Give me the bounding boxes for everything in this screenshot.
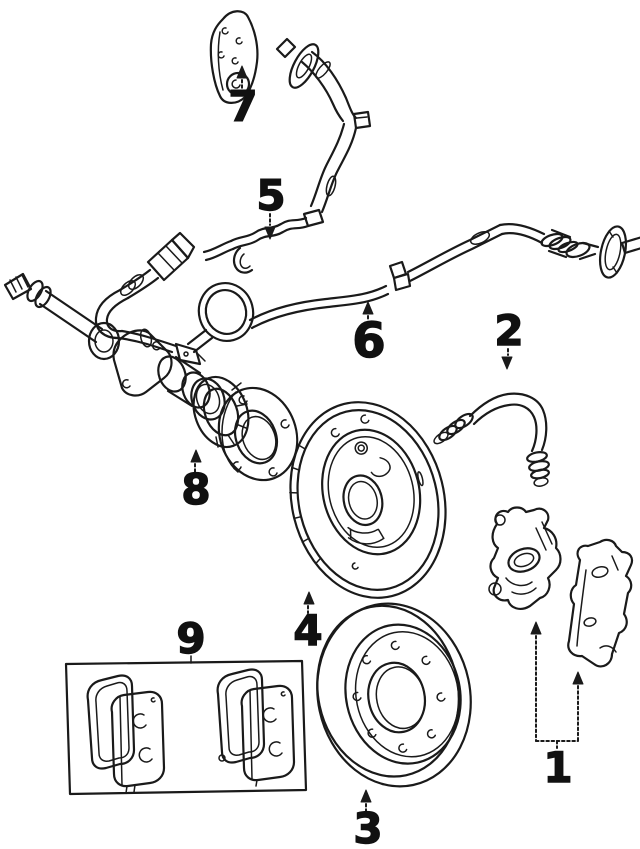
callout-2: 2: [494, 305, 524, 370]
caliper-drawing: [488, 506, 562, 610]
callout-1: 1: [530, 621, 584, 793]
callout-label-7: 7: [228, 82, 257, 131]
callout-6: 6: [352, 301, 386, 370]
callout-3: 3: [353, 789, 383, 849]
callout-label-1: 1: [543, 743, 572, 792]
callout-label-2: 2: [494, 306, 523, 355]
callout-label-5: 5: [256, 171, 285, 220]
callout-4: 4: [293, 591, 323, 656]
caliper-bracket-drawing: [567, 538, 634, 668]
callout-label-6: 6: [352, 313, 385, 369]
brake-hose-drawing: [433, 392, 550, 487]
backing-plate-drawing: [289, 401, 447, 599]
callout-8: 8: [181, 449, 211, 515]
rotor-drawing: [316, 602, 472, 788]
callout-9: 9: [176, 613, 206, 664]
callout-label-3: 3: [353, 804, 382, 849]
hub-flange-drawing: [217, 386, 299, 482]
callout-5: 5: [256, 170, 286, 240]
speed-sensor-wire-drawing: [186, 223, 640, 354]
sensor-bracket-drawing: [209, 10, 259, 104]
callout-7: 7: [228, 65, 258, 132]
callout-label-8: 8: [181, 465, 210, 514]
abs-sensor-harness-drawing: [94, 37, 372, 366]
callout-label-4: 4: [293, 606, 322, 655]
brake-pad-kit-drawing: [64, 659, 308, 796]
callout-label-9: 9: [176, 614, 205, 663]
